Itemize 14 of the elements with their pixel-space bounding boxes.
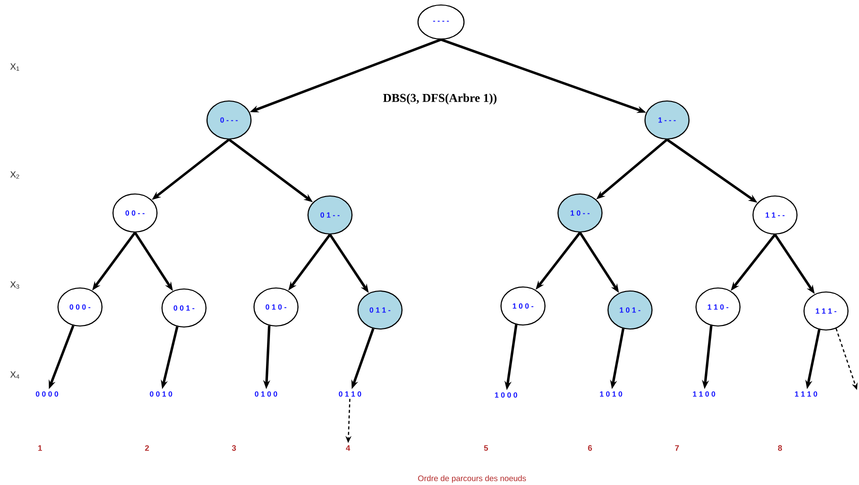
order-number: 4 <box>346 445 350 451</box>
order-number: 2 <box>145 445 149 451</box>
level-label: X$_{1}$ <box>10 63 20 71</box>
order-number: 5 <box>484 445 488 451</box>
level-label: X$_{2}$ <box>10 171 20 179</box>
caption: Ordre de parcours des noeuds <box>418 475 526 483</box>
level-label: X$_{4}$ <box>10 371 20 379</box>
order-number: 6 <box>588 445 592 451</box>
title: DBS(3, DFS(Arbre 1)) <box>383 94 496 104</box>
order-number: 3 <box>232 445 236 451</box>
order-number: 1 <box>38 445 42 451</box>
order-number: 8 <box>778 445 782 451</box>
order-number: 7 <box>675 445 679 451</box>
level-label: X$_{3}$ <box>10 281 20 289</box>
